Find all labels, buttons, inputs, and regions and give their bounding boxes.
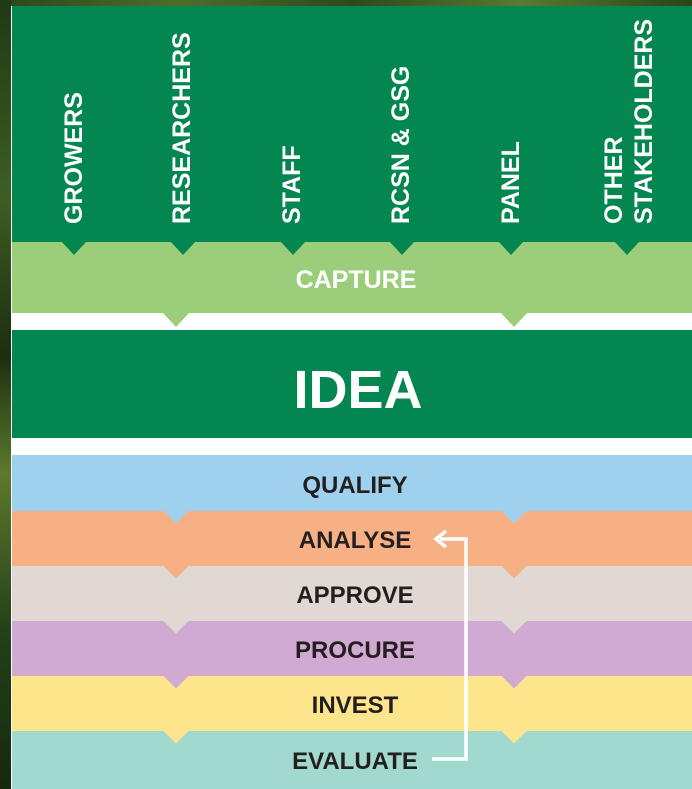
stage-bands [12, 455, 692, 789]
stakeholder-stakeholders-label: STAKEHOLDERS [630, 19, 658, 224]
stakeholder-notch [280, 241, 306, 255]
stage-notches [163, 510, 527, 744]
stage-procure-label: PROCURE [295, 637, 415, 664]
stage-qualify-band [12, 455, 692, 511]
loop-arrow-head [433, 529, 448, 549]
stakeholder-growers-label: GROWERS [60, 92, 88, 224]
stakeholder-notch [614, 241, 640, 255]
stage-evaluate-label: EVALUATE [292, 748, 418, 775]
stakeholder-notch [498, 241, 524, 255]
stage-evaluate-band [12, 731, 692, 789]
stage-notch [501, 730, 527, 744]
stage-analyse-band [12, 511, 692, 566]
stage-qualify-label: QUALIFY [302, 472, 407, 499]
stage-procure-band [12, 621, 692, 676]
stage-analyse-label: ANALYSE [299, 527, 411, 554]
stakeholder-other-label: OTHER [600, 137, 628, 225]
stakeholder-panel-label: PANEL [497, 141, 525, 224]
background-photo-edge [0, 0, 11, 789]
stakeholder-notch [61, 241, 87, 255]
capture-notch [500, 312, 528, 327]
capture-notches [162, 312, 528, 327]
background-photo-top [11, 0, 692, 6]
stakeholder-researchers-label: RESEARCHERS [168, 32, 196, 224]
idea-band [12, 330, 692, 438]
stage-notch [501, 620, 527, 634]
stage-notch [163, 510, 189, 524]
stakeholder-rcsn-gsg-label: RCSN & GSG [387, 66, 415, 224]
capture-band [12, 242, 692, 313]
stage-notch [501, 510, 527, 524]
loop-arrow-line [432, 537, 468, 761]
stakeholder-notches [61, 241, 640, 255]
stakeholder-labels: GROWERS RESEARCHERS STAFF RCSN & GSG PAN… [60, 19, 658, 224]
stage-invest-label: INVEST [312, 692, 399, 719]
stakeholder-header-band [12, 6, 692, 242]
stage-notch [163, 675, 189, 689]
stage-invest-band [12, 676, 692, 731]
stage-notch [501, 675, 527, 689]
stakeholder-staff-label: STAFF [278, 145, 306, 224]
stage-approve-band [12, 566, 692, 621]
stakeholder-notch [170, 241, 196, 255]
stage-notch [501, 565, 527, 579]
stage-labels: QUALIFY ANALYSE APPROVE PROCURE INVEST E… [292, 472, 418, 775]
idea-label: IDEA [293, 360, 422, 420]
capture-notch [162, 312, 190, 327]
capture-label: CAPTURE [296, 266, 417, 294]
feedback-loop-arrow [432, 529, 468, 761]
stage-notch [163, 565, 189, 579]
stakeholder-notch [389, 241, 415, 255]
stage-notch [163, 730, 189, 744]
stage-notch [163, 620, 189, 634]
stage-approve-label: APPROVE [296, 582, 413, 609]
